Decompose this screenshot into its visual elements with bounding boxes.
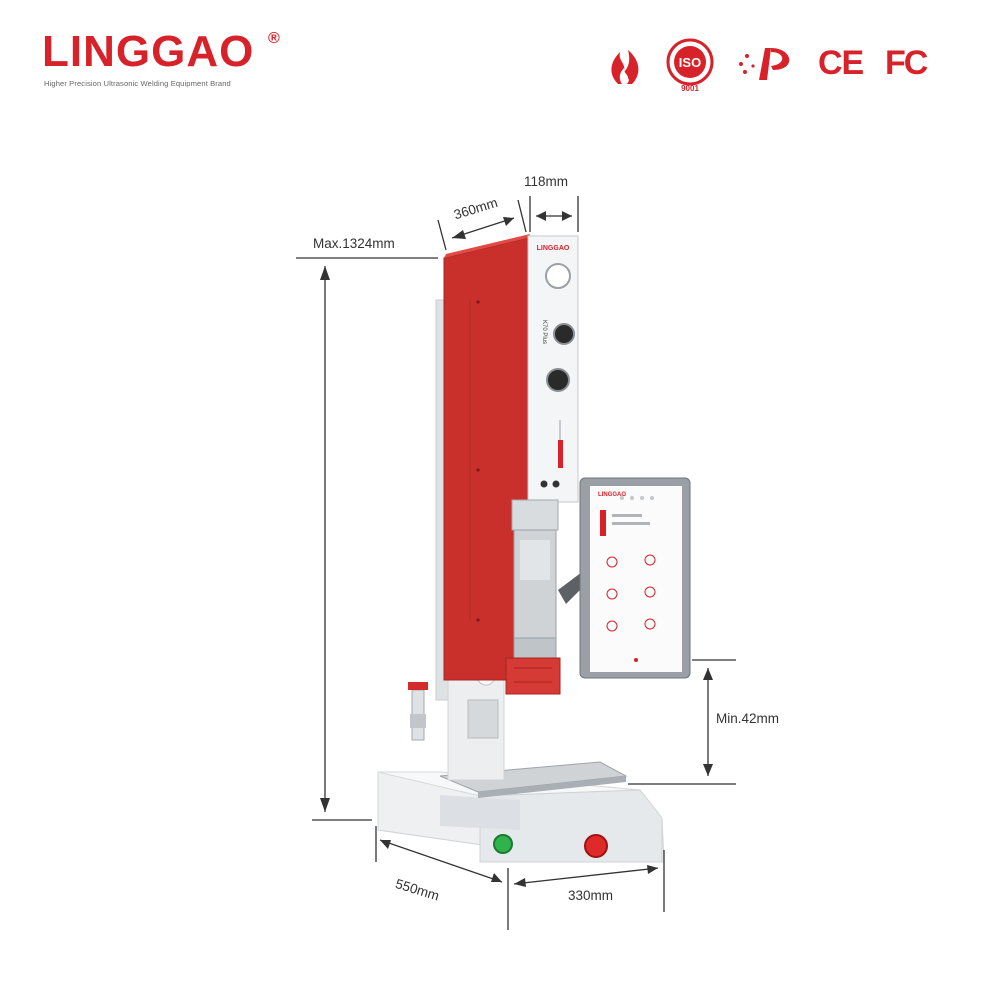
head-logo: LINGGAO [537,245,570,252]
regulator-knob [553,323,575,345]
ce-mark: CE [818,44,864,82]
patent-mark-icon [739,48,790,80]
head-depth-label: 118mm [524,174,569,189]
start-button [493,834,513,854]
iso-9001-icon: ISO 9001 [666,38,714,92]
base-width-label: 330mm [568,888,614,903]
welding-mold [505,657,561,695]
iso-label: ISO [679,55,701,70]
fcc-mark: FC [885,44,928,82]
certification-flame-icon [611,50,639,84]
pressure-gauge [545,263,571,289]
brand-tagline: Higher Precision Ultrasonic Welding Equi… [44,79,231,88]
speed-knob [546,368,570,392]
max-height-label: Max.1324mm [313,236,395,251]
min-gap-label: Min.42mm [716,711,780,726]
emergency-stop-button [584,834,608,858]
brand-logo-text: LINGGAO [42,27,255,76]
svg-text:K70 Plus: K70 Plus [541,320,547,344]
registered-mark: ® [268,30,280,47]
screen-logo: LINGGAO [598,492,626,498]
iso-number: 9001 [681,84,699,92]
